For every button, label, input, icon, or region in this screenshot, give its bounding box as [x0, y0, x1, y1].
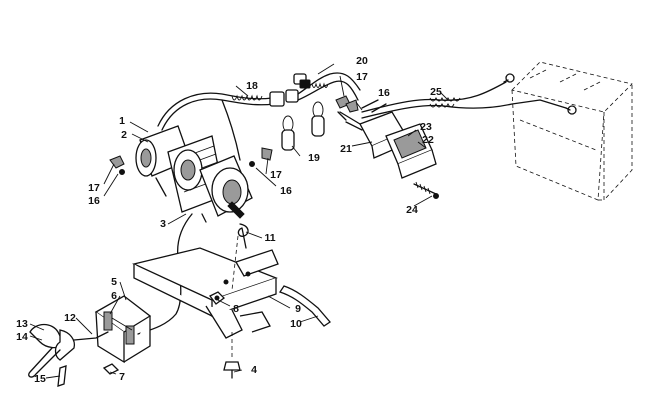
callout-16a: 16: [88, 195, 100, 207]
mounting-plate: [132, 247, 279, 339]
handlebar-switch: [28, 323, 109, 387]
terminal-boots: [281, 101, 325, 151]
callout-13: 13: [16, 318, 28, 330]
callout-17b: 17: [270, 169, 282, 181]
callout-12: 12: [64, 312, 76, 324]
callout-22: 22: [422, 134, 434, 146]
switch-bracket: [94, 295, 152, 375]
callout-8: 8: [233, 303, 239, 315]
callouts: 1 2 3 4 5 6 7 8 9 10 11 12 13 14 15 16 1…: [16, 55, 442, 385]
leader-lines: [29, 63, 449, 379]
callout-17c: 17: [356, 71, 368, 83]
callout-24: 24: [406, 204, 418, 216]
callout-1: 1: [119, 115, 125, 127]
callout-7: 7: [119, 371, 125, 383]
callout-6: 6: [111, 290, 117, 302]
callout-20: 20: [356, 55, 368, 67]
callout-9: 9: [295, 303, 301, 315]
contactor-assembly: [339, 99, 437, 179]
clip-pin: [231, 223, 249, 291]
battery: [511, 61, 633, 202]
winch: [135, 125, 253, 223]
callout-25: 25: [430, 86, 442, 98]
wiring-harness: [157, 72, 361, 161]
callout-11: 11: [264, 232, 275, 244]
callout-17a: 17: [88, 182, 100, 194]
callout-3: 3: [160, 218, 166, 230]
callout-21: 21: [340, 143, 352, 155]
callout-19: 19: [308, 152, 320, 164]
hardware-16-17: [109, 95, 359, 175]
screw-24: [413, 181, 439, 199]
nut-8: [209, 291, 225, 305]
callout-16b: 16: [280, 185, 292, 197]
callout-2: 2: [121, 129, 127, 141]
callout-14: 14: [16, 331, 28, 343]
callout-5: 5: [111, 276, 117, 288]
callout-23: 23: [420, 121, 432, 133]
callout-18: 18: [246, 80, 258, 92]
battery-cable: [361, 73, 577, 119]
callout-4: 4: [251, 364, 257, 376]
callout-10: 10: [290, 318, 302, 330]
bolt-4: [223, 332, 241, 379]
winch-cable: [137, 213, 193, 335]
callout-16c: 16: [378, 87, 390, 99]
callout-15: 15: [34, 373, 46, 385]
